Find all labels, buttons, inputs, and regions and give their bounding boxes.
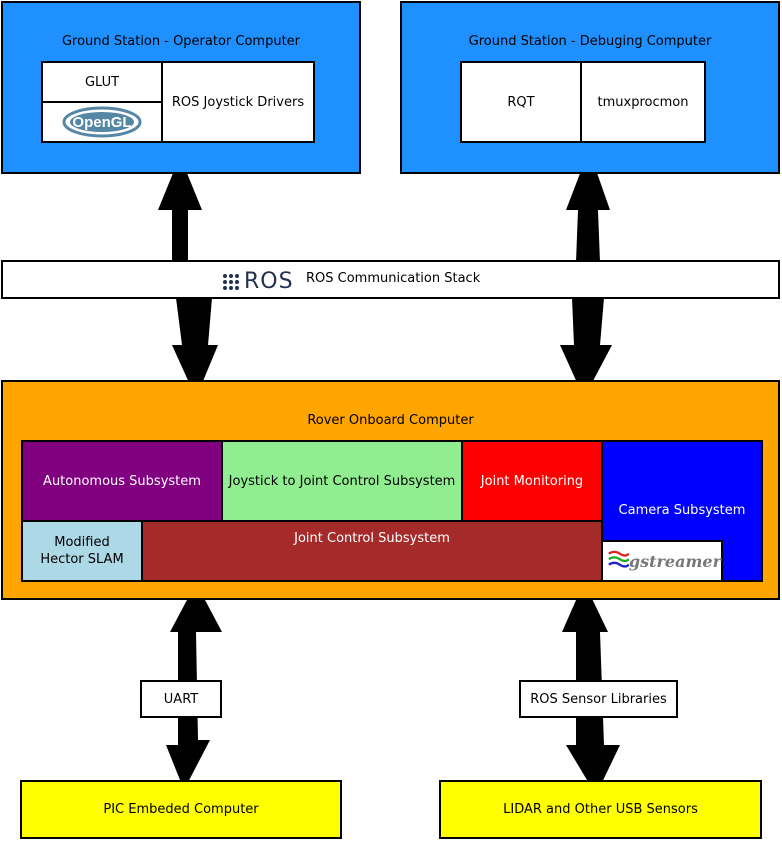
- pic-embeded-computer: PIC Embeded Computer: [20, 780, 342, 839]
- gstreamer-logo-text: gstreamer: [628, 551, 721, 571]
- ros-joystick-drivers-cell: ROS Joystick Drivers: [161, 61, 315, 143]
- gstreamer-waves-icon: [608, 550, 629, 568]
- joint-control-subsystem: Joint Control Subsystem: [141, 520, 603, 582]
- ros-logo-text: ROS: [244, 269, 294, 294]
- ros-logo: ROS: [223, 269, 294, 294]
- opengl-logo-cell: OpenGL: [41, 101, 163, 143]
- ros-communication-stack-label: ROS Communication Stack: [306, 271, 481, 286]
- lidar-and-usb-sensors: LIDAR and Other USB Sensors: [439, 780, 762, 839]
- tmuxprocmon-cell: tmuxprocmon: [580, 61, 706, 143]
- opengl-logo: OpenGL: [62, 106, 142, 138]
- gstreamer-logo-cell: gstreamer: [601, 540, 723, 582]
- rqt-cell: RQT: [460, 61, 582, 143]
- operator-station: Ground Station - Operator Computer GLUT …: [1, 1, 361, 174]
- uart-label: UART: [140, 680, 222, 718]
- joint-control-subsystem-label: Joint Control Subsystem: [294, 531, 450, 546]
- camera-subsystem-label: Camera Subsystem: [618, 503, 746, 518]
- modified-hector-slam: Modified Hector SLAM: [21, 520, 143, 582]
- operator-station-title: Ground Station - Operator Computer: [61, 34, 301, 49]
- joystick-to-joint-control-subsystem: Joystick to Joint Control Subsystem: [221, 440, 463, 522]
- opengl-logo-text: OpenGL: [72, 114, 131, 131]
- debug-station: Ground Station - Debuging Computer RQT t…: [400, 1, 780, 174]
- joint-monitoring: Joint Monitoring: [461, 440, 603, 522]
- glut-cell: GLUT: [41, 61, 163, 103]
- ros-logo-dots-icon: [223, 273, 239, 290]
- autonomous-subsystem: Autonomous Subsystem: [21, 440, 223, 522]
- ros-sensor-libraries-label: ROS Sensor Libraries: [519, 680, 678, 718]
- rover-onboard-computer: Rover Onboard Computer Autonomous Subsys…: [1, 380, 780, 600]
- debug-station-title: Ground Station - Debuging Computer: [468, 34, 712, 49]
- rover-title: Rover Onboard Computer: [307, 413, 474, 428]
- ros-communication-stack: ROS ROS Communication Stack: [1, 260, 780, 299]
